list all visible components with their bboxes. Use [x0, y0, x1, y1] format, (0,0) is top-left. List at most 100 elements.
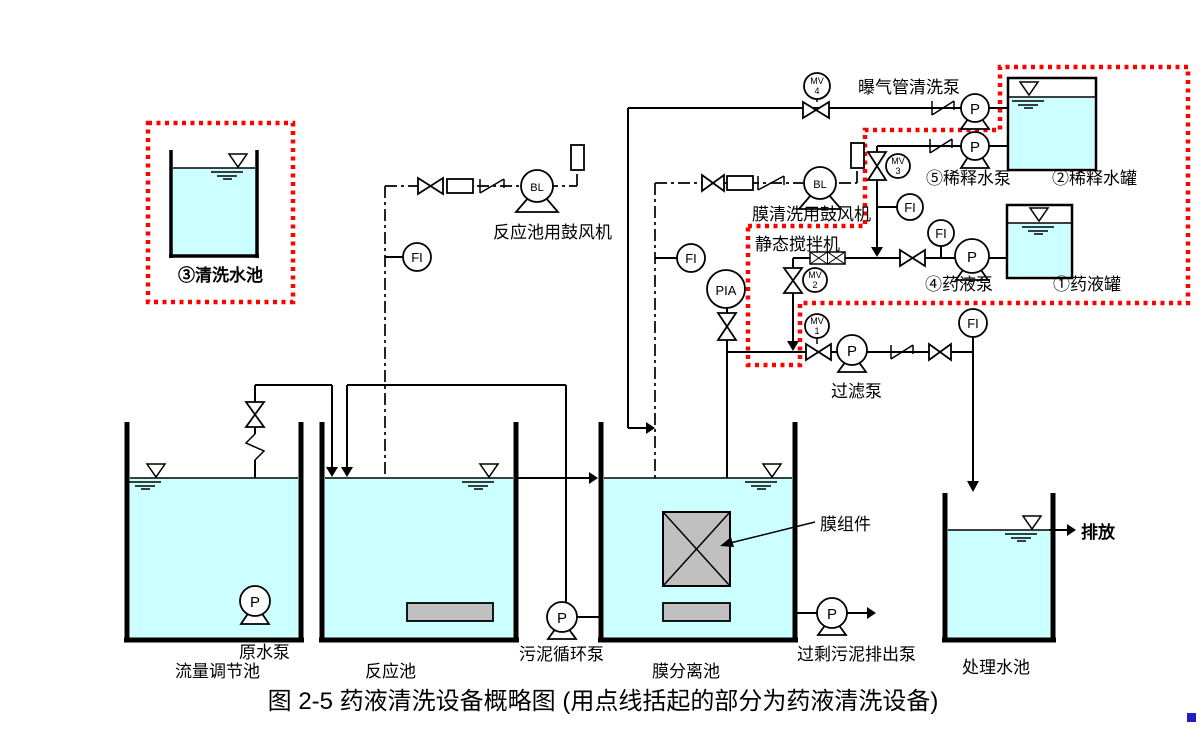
pump-body	[816, 597, 848, 629]
arrowhead	[967, 481, 979, 492]
mv-number: 1	[814, 326, 819, 336]
pump-filter: P	[836, 334, 868, 373]
label-cleaning-tank: ③清洗水池	[178, 265, 263, 285]
mv-label: MV	[810, 316, 824, 326]
tank-flow-regulation	[124, 422, 304, 643]
fi-label: FI	[411, 250, 423, 265]
fi-label: FI	[904, 200, 916, 215]
tank-dilution-water	[1006, 76, 1098, 172]
arrowhead	[341, 467, 353, 477]
water	[1010, 97, 1094, 168]
pump-body	[960, 131, 990, 161]
label-chemical-tank: ①药液罐	[1053, 275, 1121, 294]
tank-walls	[942, 493, 1056, 643]
mv-label: MV	[808, 270, 822, 280]
valve-chemical-line	[899, 248, 926, 268]
label-discharge: 排放	[1081, 522, 1116, 542]
air-pipe	[384, 170, 578, 613]
pump-body	[239, 585, 271, 617]
instrument-fi-dilution-line: FI	[896, 193, 924, 221]
label-raw-water-pump: 原水泵	[239, 643, 290, 662]
label-reaction-tank: 反应池	[365, 662, 416, 681]
silencer-membrane-air	[726, 175, 754, 191]
check-valve-membrane-air	[757, 175, 785, 191]
intake-filter-reaction-air	[570, 144, 585, 171]
blower-body	[803, 166, 837, 200]
label-membrane-module: 膜组件	[820, 515, 871, 534]
membrane-module	[662, 511, 731, 587]
pump-label: P	[827, 606, 837, 623]
water	[173, 168, 255, 256]
pump-excess-sludge: P	[816, 597, 848, 636]
pia-label: PIA	[716, 283, 737, 298]
arrowhead	[646, 422, 655, 434]
label-dilution-tank: ②稀释水罐	[1052, 169, 1137, 188]
water-level-symbol	[745, 463, 783, 490]
air-line-reaction-blower	[384, 170, 578, 613]
valve-filtrate-line	[928, 342, 952, 362]
red-boundary-chemical-cleaning-equipment	[745, 64, 1191, 368]
label-filter-pump: 过滤泵	[831, 382, 882, 401]
valve-mv1-body	[805, 342, 832, 362]
intake-filter-membrane-air	[850, 142, 865, 169]
tank-treated-water	[942, 493, 1056, 643]
water-level-symbol	[129, 463, 167, 490]
instrument-fi-reaction-air: FI	[402, 242, 432, 272]
valve-membrane-air	[701, 173, 725, 193]
air-line-fittings	[446, 142, 865, 194]
label-sludge-circulation-pump: 污泥循环泵	[519, 645, 604, 664]
water-level-symbol	[1012, 81, 1044, 109]
pump-label: P	[847, 343, 857, 360]
water	[1009, 223, 1070, 276]
water-level-symbol	[1005, 515, 1043, 542]
pump-label: P	[557, 610, 567, 627]
valve-mv2-body	[782, 267, 804, 294]
arrowhead	[871, 247, 883, 257]
blower-label: BL	[813, 179, 826, 191]
valve-reaction-air	[417, 176, 444, 196]
label-dilution-pump: ⑤稀释水泵	[926, 169, 1011, 188]
air-diffuser	[662, 602, 731, 622]
boundary-polygon	[745, 64, 1191, 368]
mv-label: MV	[891, 156, 905, 166]
instrument-mv3: MV 3	[885, 153, 911, 179]
valve-raw-water	[244, 401, 266, 428]
label-treated-water-tank: 处理水池	[962, 658, 1030, 677]
pump-body	[836, 334, 868, 366]
pump-label: P	[970, 139, 980, 156]
pump-label: P	[970, 101, 980, 118]
air-pipe	[654, 168, 858, 613]
arrowhead	[867, 607, 876, 619]
label-static-mixer: 静态搅拌机	[755, 235, 840, 254]
pump-raw-water: P	[239, 585, 271, 625]
tank-membrane-separation	[598, 422, 798, 643]
instrument-fi-chemical-line: FI	[927, 219, 955, 247]
pump-sludge-circulation: P	[546, 601, 578, 640]
check-valve-aeration-pump	[931, 100, 955, 116]
water	[948, 530, 1050, 638]
pump-body	[954, 238, 990, 274]
instrument-mv1: MV 1	[804, 313, 830, 339]
valves	[244, 100, 952, 428]
label-membrane-separation-tank: 膜分离池	[652, 662, 720, 681]
tank-cleaning-water	[169, 150, 259, 258]
silencer-reaction-air	[446, 178, 474, 194]
mv-number: 3	[895, 166, 900, 176]
instrument-fi-membrane-air: FI	[676, 243, 706, 273]
tank-walls	[169, 150, 259, 258]
fi-label: FI	[967, 316, 979, 331]
pump-label: P	[250, 594, 260, 611]
fi-label: FI	[685, 251, 697, 266]
tank-walls	[598, 422, 798, 643]
valve-mv4-body	[802, 100, 830, 120]
tank-reaction	[319, 422, 519, 643]
pump-label: P	[967, 249, 977, 266]
arrowhead	[787, 341, 799, 351]
label-aeration-cleaning-pump: 曝气管清洗泵	[858, 78, 960, 97]
check-valve-reaction-air	[479, 178, 505, 194]
instrument-pia: PIA	[706, 269, 746, 309]
tank-walls	[124, 422, 304, 643]
fi-stubs	[385, 256, 677, 259]
tank-chemical	[1005, 203, 1074, 280]
